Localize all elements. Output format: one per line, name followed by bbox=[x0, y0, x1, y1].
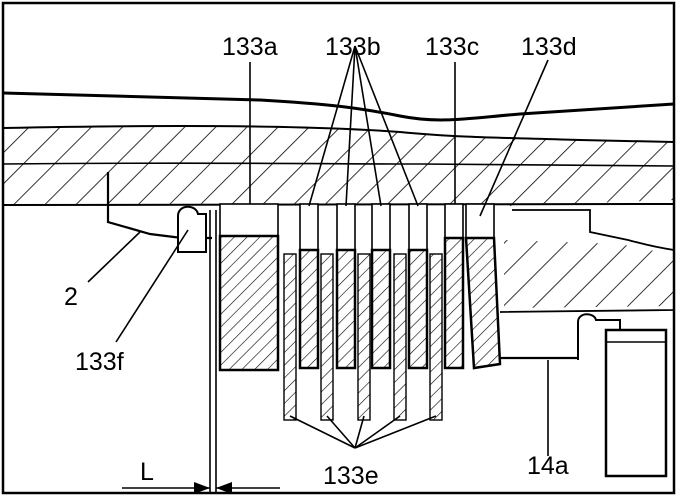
label-133d: 133d bbox=[521, 33, 577, 61]
block-133c-upper bbox=[444, 203, 464, 239]
label-133a: 133a bbox=[222, 33, 278, 61]
housing-hatch bbox=[3, 125, 674, 206]
label-133f: 133f bbox=[75, 348, 124, 376]
block-133c-lower bbox=[443, 236, 465, 370]
label-133c: 133c bbox=[425, 33, 479, 61]
inner-housing-outline bbox=[499, 209, 674, 313]
blocks-133b bbox=[298, 203, 429, 370]
part-14a-block bbox=[604, 328, 668, 478]
housing-upper-edge bbox=[3, 124, 674, 143]
inner-housing-hatch bbox=[504, 240, 674, 308]
block-133d-upper bbox=[465, 203, 495, 239]
dimension-L bbox=[122, 482, 280, 493]
label-14a: 14a bbox=[527, 452, 569, 480]
label-2: 2 bbox=[64, 283, 78, 311]
leader-lines bbox=[87, 45, 549, 456]
plates-133e bbox=[283, 253, 443, 421]
block-133a-upper bbox=[219, 203, 279, 237]
clip-133f bbox=[177, 205, 207, 253]
block-133a-lower bbox=[218, 234, 280, 372]
outer-surface-line bbox=[3, 91, 674, 122]
part-14a-clip bbox=[577, 313, 621, 360]
housing-mid-line bbox=[3, 162, 674, 167]
label-L: L bbox=[140, 458, 154, 486]
label-133b: 133b bbox=[325, 33, 381, 61]
label-133e: 133e bbox=[323, 462, 379, 490]
block-133d-lower bbox=[464, 236, 502, 370]
